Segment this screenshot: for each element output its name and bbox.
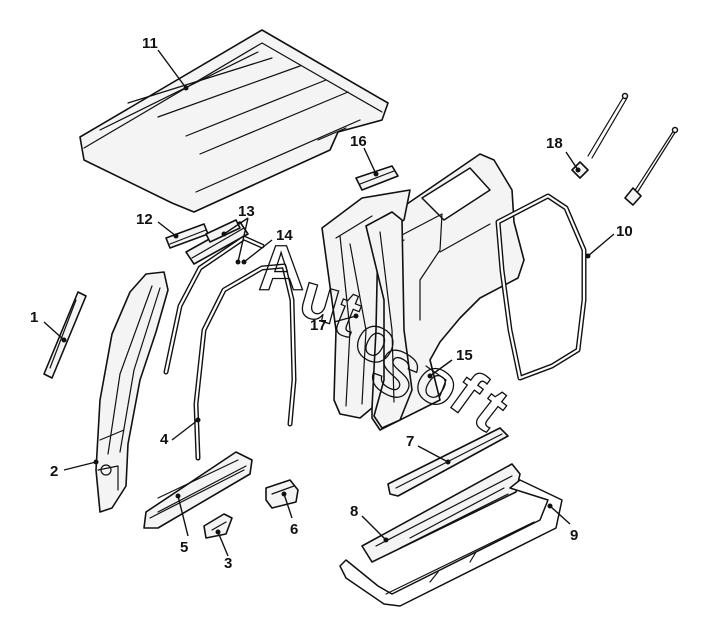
callout-labels: 1 2 3 4 5 6 7 8 9 10 11 12 13 14 15 16 1… — [30, 35, 633, 572]
roof-panel — [79, 29, 389, 213]
body-side-pillar — [365, 211, 447, 429]
leader-6 — [283, 493, 293, 519]
roof-bracket — [355, 165, 399, 191]
sill-clip — [203, 513, 233, 539]
body-side-rear — [371, 153, 525, 431]
leader-10 — [587, 233, 615, 257]
leader-5 — [177, 495, 189, 537]
leader-14 — [243, 239, 273, 263]
callout-10: 10 — [616, 223, 633, 240]
leader-15 — [429, 359, 453, 377]
leader-9 — [549, 505, 571, 525]
leader-12 — [157, 221, 177, 237]
leader-16 — [363, 147, 377, 175]
callout-4: 4 — [160, 431, 169, 448]
leader-11 — [157, 49, 187, 89]
watermark-letter: A — [258, 232, 304, 304]
leader-17 — [333, 315, 357, 323]
leader-4 — [171, 419, 199, 441]
rear-door-seal — [495, 193, 587, 381]
callout-5: 5 — [180, 539, 188, 556]
pillar-seals — [163, 235, 297, 461]
rocker-panel — [361, 463, 521, 563]
callout-13: 13 — [238, 203, 255, 220]
callout-12: 12 — [136, 211, 153, 228]
callout-6: 6 — [290, 521, 298, 538]
leader-18 — [565, 151, 579, 171]
callout-1: 1 — [30, 309, 38, 326]
leader-8 — [361, 515, 387, 541]
callout-18: 18 — [546, 135, 563, 152]
side-step-tube — [339, 479, 563, 607]
leader-7 — [417, 445, 449, 463]
callout-14: 14 — [276, 227, 293, 244]
lower-sill-front — [143, 451, 253, 529]
callout-8: 8 — [350, 503, 358, 520]
leader-lines — [43, 49, 615, 557]
callout-17: 17 — [310, 317, 327, 334]
leader-3 — [217, 531, 229, 557]
callout-3: 3 — [224, 555, 232, 572]
body-side-front — [321, 189, 411, 419]
rail-brackets — [165, 219, 249, 265]
front-pillar — [95, 271, 169, 513]
pillar-trim-strip — [43, 291, 87, 379]
antenna-assembly — [571, 92, 679, 206]
leader-2 — [63, 461, 97, 471]
callout-15: 15 — [456, 347, 473, 364]
leader-1 — [43, 321, 65, 341]
callout-9: 9 — [570, 527, 578, 544]
leader-13 — [223, 217, 249, 263]
callout-16: 16 — [350, 133, 367, 150]
callout-11: 11 — [142, 35, 158, 52]
callout-7: 7 — [406, 433, 414, 450]
callout-2: 2 — [50, 463, 58, 480]
